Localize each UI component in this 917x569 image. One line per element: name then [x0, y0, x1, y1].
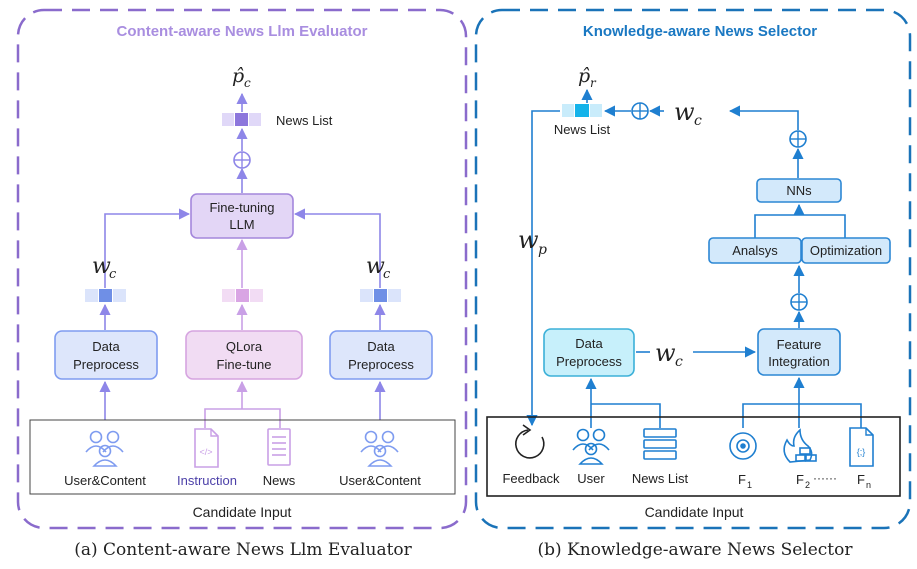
left-input-merge-line: [204, 408, 281, 428]
right-top-feedback-arrow: [728, 105, 799, 130]
json-file-icon: {;}: [849, 427, 874, 467]
right-weight-wc-mid-sub: c: [675, 354, 683, 370]
left-candidate-input-label: Candidate Input: [193, 504, 292, 520]
optimization-box: [801, 237, 891, 264]
nns-box: [756, 178, 842, 203]
left-news-list-vector: [222, 113, 261, 126]
right-data-preprocess-box: [329, 330, 433, 380]
input-ellipsis: ······: [813, 471, 837, 485]
left-title: Content-aware News Llm Evaluator: [117, 23, 368, 40]
right-plus-icon-top: [631, 102, 649, 120]
left-vector-1: [85, 289, 126, 302]
target-disc-icon: [729, 432, 757, 460]
right-plus-icon-low: [790, 293, 808, 311]
input-label-f2-sub: 2: [805, 480, 810, 490]
input-label-user-content-2: User&Content: [339, 473, 421, 488]
features-merge-line: [742, 403, 862, 428]
right-dashed-frame: [474, 8, 912, 530]
right-output-label: p̂: [578, 65, 590, 87]
input-label-feedback: Feedback: [502, 471, 560, 486]
svg-text:</>: </>: [199, 447, 212, 457]
right-data-preprocess-label-2: Preprocess: [348, 357, 414, 372]
news-document-icon: [267, 428, 291, 466]
fine-tuning-label-1: Fine-tuning: [209, 200, 274, 215]
refresh-icon: [515, 424, 545, 459]
caption-a: (a) Content-aware News Llm Evaluator: [74, 540, 412, 560]
right-data-label-2: Preprocess: [556, 354, 622, 369]
input-label-fn-sub: n: [866, 480, 871, 490]
wp-feedback-arrow: [526, 110, 560, 427]
input-label-news: News: [263, 473, 296, 488]
right-weight-wc-top: w: [674, 98, 695, 126]
svg-text:{;}: {;}: [857, 447, 866, 457]
newslist-to-data-line: [591, 403, 661, 428]
left-data-preprocess-label-2: Preprocess: [73, 357, 139, 372]
left-dashed-frame: [16, 8, 468, 530]
input-label-f2: F: [796, 472, 804, 487]
right-candidate-input-label: Candidate Input: [645, 504, 744, 520]
right-data-preprocess-box: [543, 328, 635, 377]
right-weight-wp-sub: p: [538, 242, 547, 258]
left-data-preprocess-label-1: Data: [92, 339, 120, 354]
right-plus-icon-mid: [789, 130, 807, 148]
left-candidate-input-box: [29, 419, 456, 495]
left-output-sub: c: [244, 76, 251, 90]
input-label-f1: F: [738, 472, 746, 487]
input-label-news-list: News List: [632, 471, 689, 486]
left-plus-icon: [233, 151, 251, 169]
fire-bricks-icon: [783, 428, 817, 463]
fine-tuning-llm-box: [190, 193, 294, 239]
right-data-preprocess-label-1: Data: [367, 339, 395, 354]
input-label-user: User: [577, 471, 605, 486]
nns-label: NNs: [786, 183, 812, 198]
user-group-icon: [360, 430, 399, 467]
optimization-label: Optimization: [810, 243, 882, 258]
left-vector-3: [360, 289, 401, 302]
left-vector-2: [222, 289, 263, 302]
user-group-icon: [572, 428, 610, 465]
left-news-list-label: News List: [276, 113, 333, 128]
fine-tuning-label-2: LLM: [229, 217, 254, 232]
caption-b: (b) Knowledge-aware News Selector: [538, 540, 854, 560]
left-branch-arrow: [104, 208, 191, 288]
right-title: Knowledge-aware News Selector: [583, 23, 817, 40]
qlora-fine-tune-box: [185, 330, 303, 380]
right-data-label-1: Data: [575, 336, 603, 351]
left-weight-wc-2-sub: c: [383, 267, 391, 282]
right-news-list-label: News List: [554, 122, 611, 137]
feature-label-2: Integration: [768, 354, 829, 369]
right-news-list-vector: [562, 104, 602, 117]
right-panel: Knowledge-aware News Selector p̂ r News …: [474, 8, 912, 530]
right-weight-wc-top-sub: c: [694, 113, 702, 129]
analysis-box: [708, 237, 802, 264]
analysis-merge-line: [754, 214, 846, 238]
news-list-icon: [643, 428, 677, 460]
input-label-user-content-1: User&Content: [64, 473, 146, 488]
left-output-label: p̂: [232, 65, 244, 87]
code-file-icon: </>: [194, 428, 219, 468]
left-data-preprocess-box: [54, 330, 158, 380]
right-output-sub: r: [590, 76, 597, 90]
qlora-label-1: QLora: [226, 339, 263, 354]
right-candidate-input-box: [486, 416, 901, 497]
input-label-instruction: Instruction: [177, 473, 237, 488]
left-weight-wc-2: w: [366, 254, 385, 279]
input-label-f1-sub: 1: [747, 480, 752, 490]
left-weight-wc-1: w: [92, 254, 111, 279]
right-weight-wp: w: [518, 226, 539, 254]
left-weight-wc-1-sub: c: [109, 267, 117, 282]
user-group-icon: [85, 430, 124, 467]
input-label-fn: F: [857, 472, 865, 487]
right-weight-wc-mid: w: [655, 339, 676, 367]
right-branch-arrow: [293, 208, 381, 288]
analysis-label: Analsys: [732, 243, 778, 258]
feature-label-1: Feature: [777, 337, 822, 352]
qlora-label-2: Fine-tune: [217, 357, 272, 372]
feature-integration-box: [757, 328, 841, 376]
left-panel: Content-aware News Llm Evaluator p̂ c Ne…: [16, 8, 468, 530]
